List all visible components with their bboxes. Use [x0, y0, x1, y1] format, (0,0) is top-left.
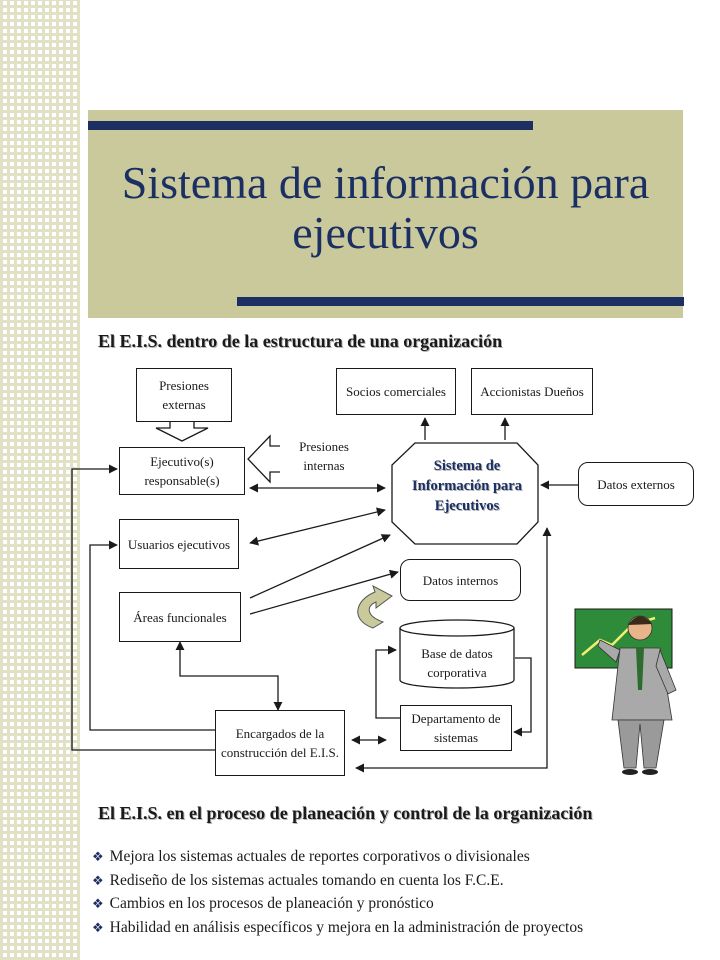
- node-areas-funcionales: Áreas funcionales: [119, 592, 241, 642]
- bullet-text: Cambios en los procesos de planeación y …: [109, 895, 434, 912]
- diamond-bullet-icon: ❖: [92, 919, 104, 935]
- curved-arrow-icon: [357, 584, 393, 629]
- striped-margin: [0, 0, 80, 960]
- eis-octagon: [391, 442, 539, 545]
- diamond-bullet-icon: ❖: [92, 849, 104, 864]
- bullet-text: Mejora los sistemas actuales de reportes…: [109, 848, 530, 865]
- database-cylinder: [399, 619, 515, 689]
- node-ejecutivos: Ejecutivo(s) responsable(s): [119, 447, 245, 495]
- bullet-text: Rediseño de los sistemas actuales tomand…: [109, 871, 504, 889]
- node-encargados: Encargados de la construcción del E.I.S.: [215, 710, 345, 776]
- diamond-bullet-icon: ❖: [92, 896, 104, 911]
- node-datos-internos: Datos internos: [400, 559, 521, 601]
- bullet-text: Habilidad en análisis específicos y mejo…: [109, 918, 584, 936]
- title-bottom-bar: [237, 297, 684, 306]
- node-usuarios: Usuarios ejecutivos: [119, 519, 239, 569]
- block-arrow-left: [247, 434, 280, 484]
- node-base-de-datos: Base de datos corporativa: [421, 646, 493, 680]
- planning-subtitle: El E.I.S. en el proceso de planeación y …: [98, 803, 593, 823]
- list-item: ❖ Mejora los sistemas actuales de reporte…: [92, 845, 583, 869]
- node-accionistas: Accionistas Dueños: [471, 368, 593, 415]
- title-top-bar: [88, 121, 533, 130]
- node-departamento: Departamento de sistemas: [400, 705, 512, 751]
- slide-title: Sistema de información para ejecutivos: [121, 157, 650, 258]
- list-item: ❖ Rediseño de los sistemas actuales toman…: [92, 869, 583, 893]
- node-eis: Sistema de Información para Ejecutivos: [412, 458, 522, 514]
- node-presiones-internas: Presiones internas: [299, 439, 349, 473]
- title-panel: [88, 110, 683, 318]
- diamond-bullet-icon: ❖: [92, 872, 104, 888]
- node-presiones-externas: Presiones externas: [136, 368, 232, 422]
- node-datos-externos: Datos externos: [578, 462, 694, 506]
- bullet-list: ❖ Mejora los sistemas actuales de reporte…: [92, 845, 583, 939]
- diagram-subtitle: El E.I.S. dentro de la estructura de una…: [98, 331, 503, 351]
- list-item: ❖ Cambios en los procesos de planeación y…: [92, 892, 583, 916]
- node-socios-comerciales: Socios comerciales: [336, 368, 456, 415]
- list-item: ❖ Habilidad en análisis específicos y mej…: [92, 916, 583, 940]
- presenter-illustration: [574, 608, 677, 775]
